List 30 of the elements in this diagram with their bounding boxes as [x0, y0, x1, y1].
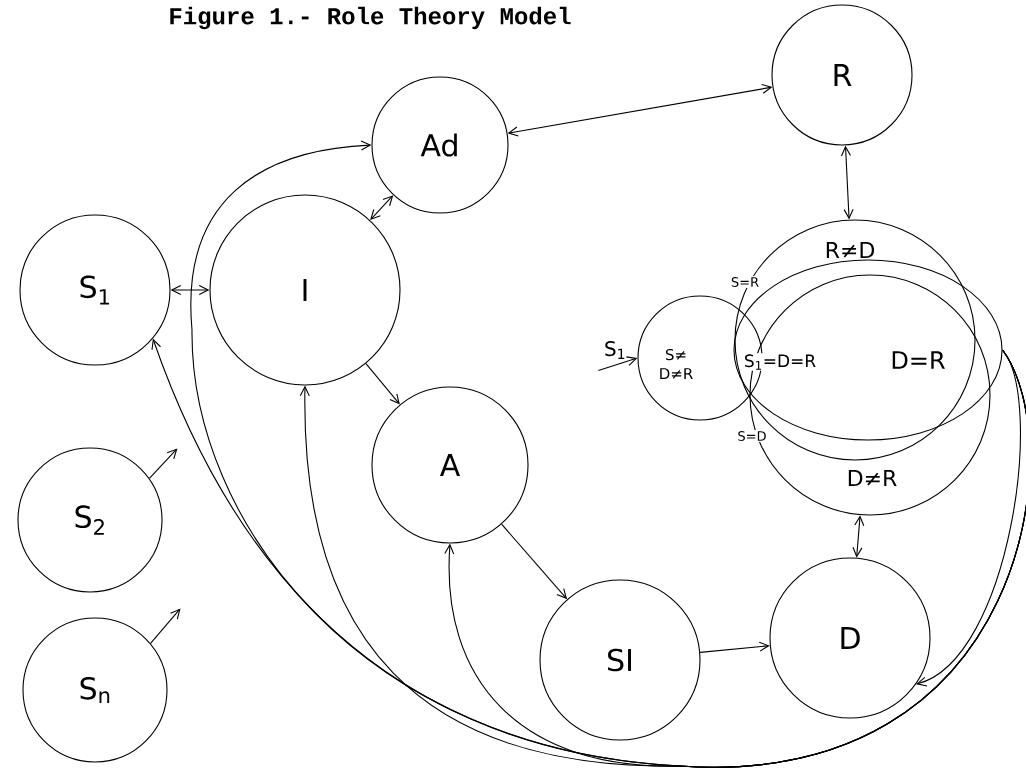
symbol-label: S$_{1}$ [605, 341, 625, 359]
arrow [507, 83, 773, 137]
circle-node: SI [539, 579, 701, 741]
region-label: S=D [736, 430, 768, 442]
region-label: R≠D [826, 242, 875, 258]
arrow [597, 356, 638, 372]
arrow [852, 515, 865, 558]
region-label: S=R [729, 276, 761, 288]
arrow [170, 284, 210, 296]
region-label: D≠R [848, 470, 897, 487]
title: Figure 1.- Role Theory Model [170, 6, 571, 30]
region-label: S≠ D≠R [660, 348, 693, 380]
arrow [699, 641, 770, 653]
circle-node: R [771, 4, 913, 146]
circle-node: I [209, 194, 401, 386]
arrow [150, 608, 181, 644]
circle-node: A [371, 386, 529, 544]
circle-node: Ad [371, 76, 509, 214]
circle-node: S$_{1}$ [19, 214, 171, 366]
arrow [501, 523, 568, 600]
region-label: S$_{1}$=D=R [742, 353, 818, 371]
arrow [190, 140, 1026, 767]
arrow [365, 363, 400, 405]
circle-node: S$_{n}$ [22, 617, 168, 763]
arrow [148, 448, 178, 479]
circle-node: S$_{2}$ [17, 447, 163, 593]
arrow [840, 145, 854, 220]
arrow [370, 195, 394, 221]
circle-node: D [769, 557, 931, 719]
region-label: D=R [892, 351, 945, 369]
